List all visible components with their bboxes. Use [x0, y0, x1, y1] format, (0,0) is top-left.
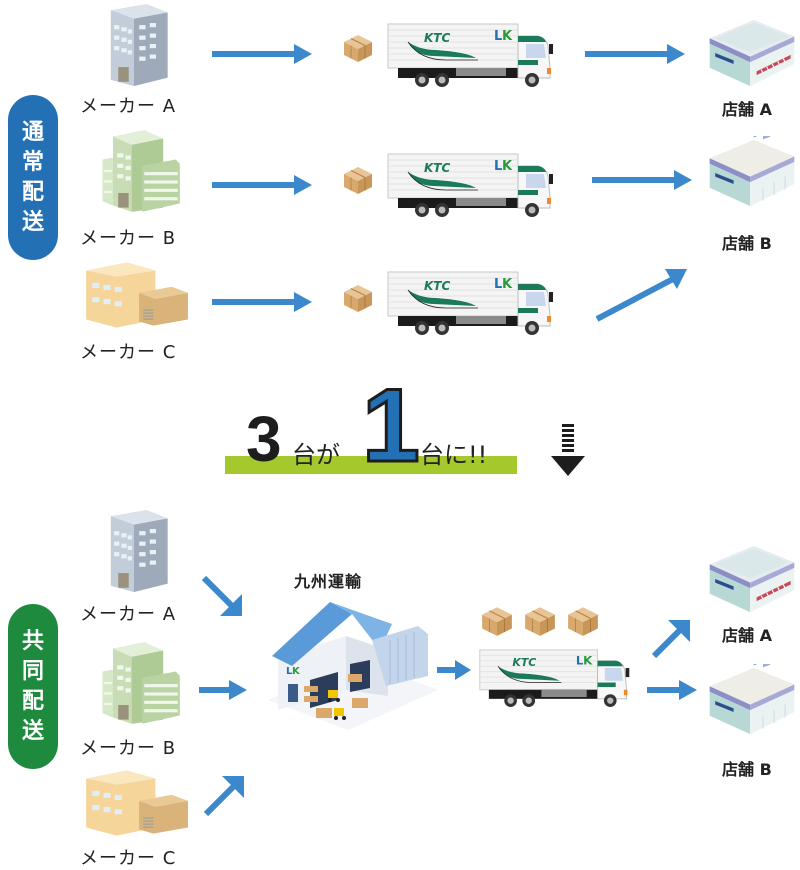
headline-bar — [225, 456, 517, 474]
arrow-right-icon — [592, 170, 692, 190]
headline-number-3: 3 — [246, 403, 282, 475]
arrow-right-icon — [585, 44, 685, 64]
badge-char: 配 — [21, 179, 44, 205]
cargo-box-icon — [342, 282, 374, 314]
store-b-icon — [706, 136, 798, 210]
truck-3-icon — [386, 268, 556, 338]
svg-text:K: K — [292, 666, 301, 677]
maker-c-label: メーカー C — [80, 342, 177, 363]
store-a-label: 店舗 A — [722, 100, 772, 119]
badge-char: 常 — [21, 149, 44, 175]
arrow-right-icon — [647, 680, 697, 700]
arrow-diagonal-up-icon — [651, 620, 690, 659]
store-b-label: 店舗 B — [722, 234, 772, 253]
badge-char: 送 — [21, 209, 44, 235]
maker-b-building-icon — [90, 640, 184, 724]
maker-a-label: メーカー A — [80, 96, 177, 117]
badge-char: 同 — [21, 658, 44, 684]
normal-delivery-badge: 通 常 配 送 — [8, 95, 58, 260]
maker-a-building-icon — [92, 508, 176, 592]
truck-2-icon — [386, 150, 556, 220]
maker-a-building-icon — [92, 2, 176, 86]
joint-delivery-badge: 共 同 配 送 — [8, 604, 58, 769]
headline-text-2: 台に!! — [420, 441, 488, 469]
arrow-diagonal-up-icon — [203, 776, 244, 817]
maker-c-factory-icon — [78, 256, 190, 328]
svg-text:L: L — [286, 666, 293, 677]
arrow-right-icon — [437, 660, 471, 680]
cargo-box-icon — [342, 32, 374, 64]
dashed-arrow-down-icon — [551, 424, 585, 476]
cargo-box-icon — [566, 604, 600, 638]
store-b-icon — [706, 664, 798, 738]
hub-label: 九州運輸 — [294, 572, 363, 591]
arrow-right-icon — [212, 292, 312, 312]
arrow-diagonal-up-icon — [595, 269, 687, 322]
maker-a-label: メーカー A — [80, 604, 177, 625]
maker-c-factory-icon — [78, 764, 190, 836]
cargo-box-icon — [342, 164, 374, 196]
badge-char: 配 — [21, 688, 44, 714]
arrow-right-icon — [212, 44, 312, 64]
arrow-right-icon — [199, 680, 247, 700]
headline-text-1: 台が — [292, 441, 340, 469]
truck-1-icon — [386, 20, 556, 90]
maker-b-label: メーカー B — [80, 228, 177, 249]
arrow-diagonal-down-icon — [201, 575, 242, 616]
maker-b-building-icon — [90, 128, 184, 212]
store-a-icon — [706, 16, 798, 90]
maker-b-label: メーカー B — [80, 738, 177, 759]
joint-truck-icon — [478, 646, 632, 710]
store-a-icon — [706, 542, 798, 616]
arrow-right-icon — [212, 175, 312, 195]
cargo-box-icon — [480, 604, 514, 638]
warehouse-icon: L K — [268, 602, 438, 730]
store-a-label: 店舗 A — [722, 626, 772, 645]
maker-c-label: メーカー C — [80, 848, 177, 869]
headline-number-1: 1 — [361, 368, 422, 484]
badge-char: 通 — [21, 119, 44, 145]
badge-char: 共 — [21, 628, 44, 654]
badge-char: 送 — [21, 718, 44, 744]
store-b-label: 店舗 B — [722, 760, 772, 779]
cargo-box-icon — [523, 604, 557, 638]
